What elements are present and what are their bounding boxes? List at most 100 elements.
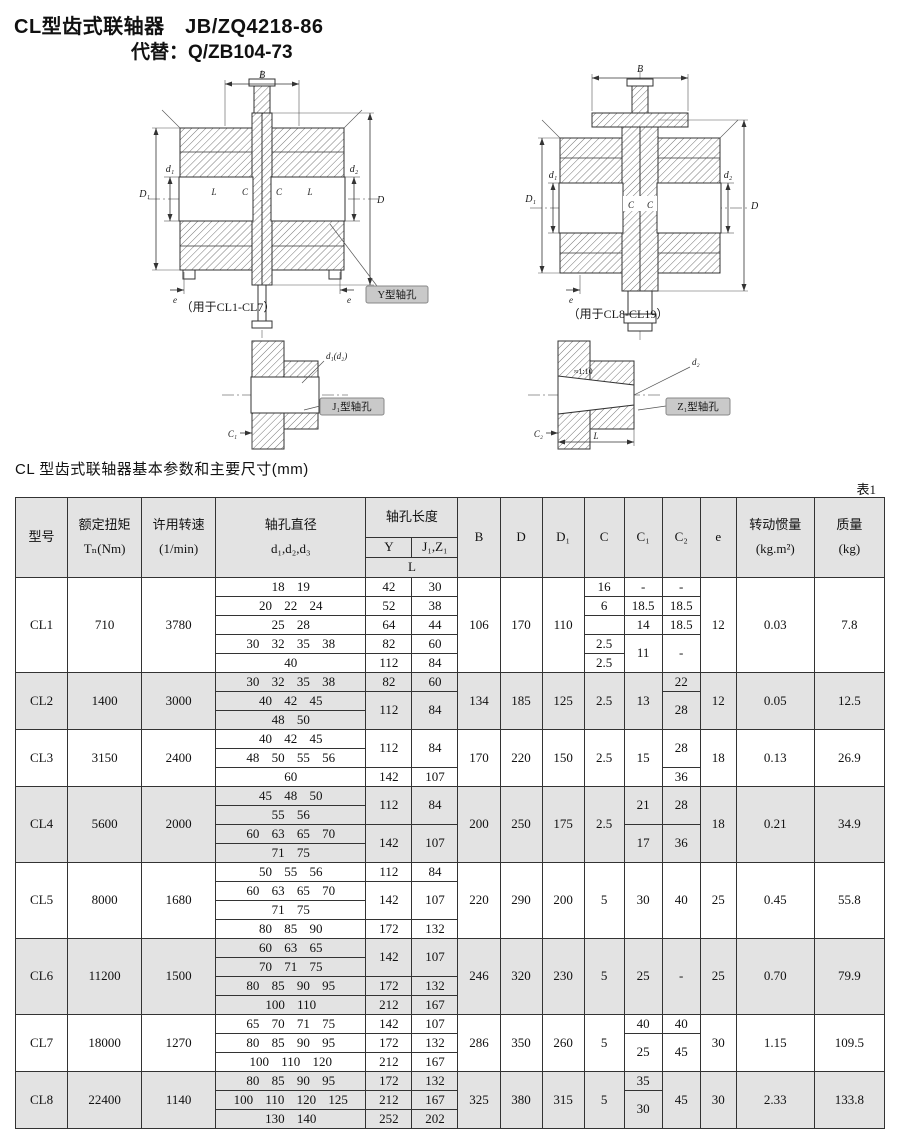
C1-cell: 25 — [623, 1033, 663, 1072]
torque-cell: 5600 — [67, 786, 143, 863]
dim-label-D1-right: D₁ — [524, 194, 536, 205]
D1-cell: 175 — [541, 786, 585, 863]
C2-cell: 28 — [661, 786, 701, 825]
speed-cell: 3780 — [141, 577, 217, 673]
D-cell: 350 — [499, 1014, 543, 1072]
left-drawing-caption: （用于CL1-CL7） — [181, 300, 276, 314]
bore-diameter-cell: 55 56 — [215, 805, 367, 825]
y-length-cell: 82 — [365, 634, 413, 654]
y-length-cell: 112 — [365, 653, 413, 673]
C1-cell: 25 — [623, 938, 663, 1015]
dim-label-d2-z1: d₂ — [692, 357, 700, 367]
page-subtitle: 代替：Q/ZB104-73 — [131, 42, 293, 63]
bore-diameter-cell: 40 42 45 — [215, 691, 367, 711]
spec-row: 71 75 — [16, 843, 885, 863]
col-header-length: 轴孔长度 — [365, 497, 459, 538]
bore-diameter-cell: 25 28 — [215, 615, 367, 635]
bore-diameter-cell: 60 — [215, 767, 367, 787]
mass-cell: 79.9 — [813, 938, 886, 1015]
model-cell: CL5 — [14, 862, 69, 939]
C-cell: 2.5 — [583, 672, 625, 730]
table-caption: CL 型齿式联轴器基本参数和主要尺寸(mm) — [15, 461, 309, 478]
e-cell: 30 — [699, 1071, 737, 1129]
C-cell: 6 — [583, 596, 625, 616]
y-length-cell: 52 — [365, 596, 413, 616]
D1-cell: 150 — [541, 729, 585, 787]
col-header-J1Z1: J₁,Z₁ — [411, 537, 459, 558]
C1-cell: 30 — [623, 1090, 663, 1129]
j1z1-length-cell: 167 — [411, 1090, 459, 1110]
speed-cell: 2400 — [141, 729, 217, 787]
dim-label-c1-j1: C₁ — [228, 429, 237, 439]
col-header-C1: C₁ — [623, 497, 663, 578]
torque-cell: 1400 — [67, 672, 143, 730]
y-length-cell: 172 — [365, 1071, 413, 1091]
e-cell: 25 — [699, 862, 737, 939]
col-header-torque: 额定扭矩 Tₙ(Nm) — [67, 497, 143, 578]
model-cell: CL3 — [14, 729, 69, 787]
y-length-cell: 112 — [365, 786, 413, 825]
z1-bore-drawing: ≈1:10 d₂ C₂ L Z₁型轴孔 — [528, 340, 731, 450]
col-header-mass-line2: (kg) — [838, 541, 861, 556]
y-length-cell: 252 — [365, 1109, 413, 1129]
col-header-speed: 许用转速 (1/min) — [141, 497, 217, 578]
D1-cell: 230 — [541, 938, 585, 1015]
col-header-L: L — [365, 557, 459, 578]
bore-diameter-cell: 100 110 — [215, 995, 367, 1015]
torque-cell: 3150 — [67, 729, 143, 787]
j1z1-length-cell: 167 — [411, 1052, 459, 1072]
C1-cell: - — [623, 577, 663, 597]
bore-diameter-cell: 100 110 120 — [215, 1052, 367, 1072]
y-length-cell: 142 — [365, 824, 413, 863]
j1z1-length-cell: 84 — [411, 862, 459, 882]
inertia-cell: 2.33 — [735, 1071, 815, 1129]
e-cell: 18 — [699, 786, 737, 863]
inertia-cell: 0.05 — [735, 672, 815, 730]
y-bore-callout: Y型轴孔 — [377, 288, 417, 301]
speed-cell: 2000 — [141, 786, 217, 863]
j1-bore-drawing: d₁(d₂) C₁ J₁型轴孔 — [222, 340, 385, 450]
D-cell: 320 — [499, 938, 543, 1015]
C-cell: 5 — [583, 938, 625, 1015]
B-cell: 220 — [457, 862, 501, 939]
j1-bore-callout: J₁型轴孔 — [332, 400, 372, 413]
C1-cell: 13 — [623, 672, 663, 730]
C1-cell: 15 — [623, 729, 663, 787]
B-cell: 286 — [457, 1014, 501, 1072]
y-length-cell: 112 — [365, 729, 413, 768]
dim-label-d1-left: d₁ — [166, 164, 174, 175]
B-cell: 246 — [457, 938, 501, 1015]
col-header-D1: D₁ — [541, 497, 585, 578]
mass-cell: 26.9 — [813, 729, 886, 787]
bore-diameter-cell: 60 63 65 — [215, 938, 367, 958]
C1-cell: 14 — [623, 615, 663, 635]
bore-diameter-cell: 50 55 56 — [215, 862, 367, 882]
C2-cell: - — [661, 938, 701, 1015]
B-cell: 170 — [457, 729, 501, 787]
bore-diameter-cell: 60 63 65 70 — [215, 881, 367, 901]
C-cell: 16 — [583, 577, 625, 597]
col-header-mass-line1: 质量 — [836, 517, 863, 533]
D-cell: 220 — [499, 729, 543, 787]
bore-diameter-cell: 45 48 50 — [215, 786, 367, 806]
bore-diameter-cell: 30 32 35 38 — [215, 672, 367, 692]
B-cell: 134 — [457, 672, 501, 730]
col-header-inertia: 转动惯量 (kg.m²) — [735, 497, 815, 578]
C1-cell: 18.5 — [623, 596, 663, 616]
spec-row: 70 71 75 — [16, 957, 885, 977]
mass-cell: 55.8 — [813, 862, 886, 939]
bore-diameter-cell: 48 50 — [215, 710, 367, 730]
C2-cell: 18.5 — [661, 596, 701, 616]
